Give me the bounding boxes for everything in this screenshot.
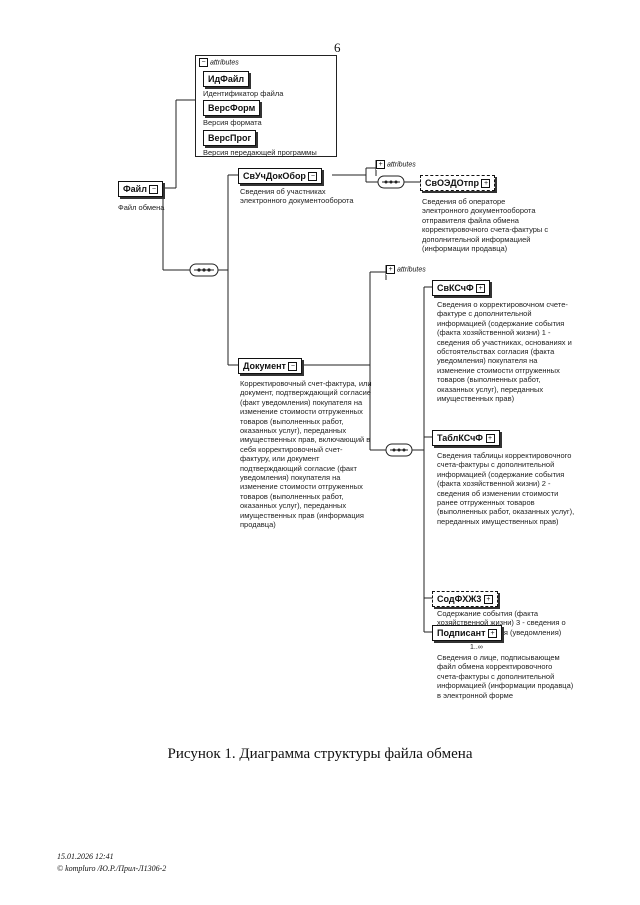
node-svksch-label: СвКСчФ — [437, 283, 474, 293]
attribute-versform[interactable]: ВерсФорм — [203, 100, 261, 116]
collapse-icon[interactable]: − — [199, 58, 208, 67]
collapse-icon[interactable]: − — [288, 362, 298, 372]
attributes-label: attributes — [386, 161, 416, 169]
expand-icon[interactable]: + — [386, 265, 395, 274]
node-svksch[interactable]: СвКСчФ + — [432, 280, 491, 297]
attribute-idfile[interactable]: ИдФайл — [203, 71, 250, 87]
node-dokument[interactable]: Документ − — [238, 358, 303, 375]
node-svksch-desc: Сведения о корректировочном счете-фактур… — [437, 300, 572, 404]
node-svuchdokobor-desc: Сведения об участниках электронного доку… — [240, 187, 354, 206]
expand-icon[interactable]: + — [488, 629, 498, 639]
expand-icon[interactable]: + — [376, 160, 385, 169]
attributes-label: attributes — [396, 266, 426, 274]
node-tablksch-label: ТаблКСчФ — [437, 433, 483, 443]
node-sodfhzh3[interactable]: СодФХЖ3 + — [432, 591, 498, 608]
node-svuchdokobor-label: СвУчДокОбор — [243, 171, 306, 181]
node-svoedootpr-desc: Сведения об операторе электронного докум… — [422, 197, 549, 254]
node-tablksch-desc: Сведения таблицы корректировочного счета… — [437, 451, 575, 526]
node-podpisant-label: Подписант — [437, 628, 486, 638]
node-svoedootpr[interactable]: СвОЭДОтпр + — [420, 175, 496, 192]
collapse-icon[interactable]: − — [308, 172, 318, 182]
node-sodfhzh3-label: СодФХЖ3 — [437, 594, 482, 604]
dokument-attributes-group: + attributes — [386, 265, 438, 275]
attribute-versform-desc: Версия формата — [203, 118, 262, 127]
node-svuchdokobor[interactable]: СвУчДокОбор − — [238, 168, 323, 185]
expand-icon[interactable]: + — [485, 434, 495, 444]
root-node-label: Файл — [123, 184, 147, 194]
expand-icon[interactable]: + — [483, 595, 493, 605]
node-podpisant-cardinality: 1..∞ — [470, 644, 483, 651]
attributes-header: − attributes — [199, 58, 239, 67]
node-tablksch[interactable]: ТаблКСчФ + — [432, 430, 500, 447]
svuch-attributes-group: + attributes — [376, 160, 428, 170]
expand-icon[interactable]: + — [476, 284, 486, 294]
figure-caption: Рисунок 1. Диаграмма структуры файла обм… — [167, 746, 473, 762]
node-podpisant[interactable]: Подписант + — [432, 625, 503, 642]
root-node-desc: Файл обмена — [118, 203, 165, 212]
attributes-label: attributes — [209, 59, 239, 67]
expand-icon[interactable]: + — [481, 179, 491, 189]
footer-path: © kompluro /Ю.Р./Прил-Л1306-2 — [57, 864, 167, 873]
collapse-icon[interactable]: − — [149, 185, 159, 195]
page-number: 6 — [334, 40, 341, 55]
node-dokument-desc: Корректировочный счет-фактура, или докум… — [240, 379, 372, 530]
node-dokument-label: Документ — [243, 361, 286, 371]
root-node-file[interactable]: Файл − — [118, 181, 164, 198]
attribute-idfile-desc: Идентификатор файла — [203, 89, 284, 98]
attribute-versprog-desc: Версия передающей программы — [203, 148, 317, 157]
node-podpisant-desc: Сведения о лице, подписывающем файл обме… — [437, 653, 574, 700]
node-svoedootpr-label: СвОЭДОтпр — [425, 178, 479, 188]
attribute-versprog[interactable]: ВерсПрог — [203, 130, 257, 146]
footer-timestamp: 15.01.2026 12:41 — [57, 852, 114, 861]
